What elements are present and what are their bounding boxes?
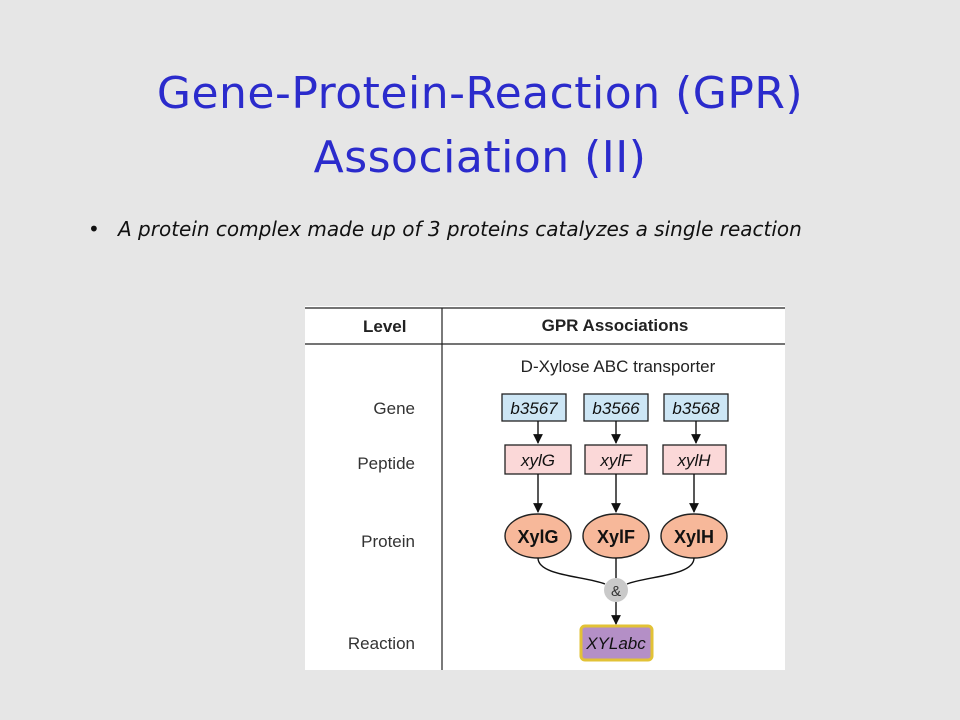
level-protein: Protein [361,532,415,551]
bullet-list: • A protein complex made up of 3 protein… [88,214,888,244]
gene-box-2 [583,393,649,422]
level-reaction: Reaction [348,634,415,653]
title-line-1: Gene-Protein-Reaction (GPR) [156,68,804,119]
protein-label-3: XylH [674,527,714,547]
gpr-diagram: Level GPR Associations D-Xylose ABC tran… [305,307,785,670]
peptide-label-2: xylF [599,451,633,470]
and-operator-node [604,578,628,602]
header-gpr-associations: GPR Associations [542,316,689,335]
peptide-label-1: xylG [520,451,555,470]
gene-box-1 [501,393,567,422]
peptide-box-3 [662,444,727,475]
gpr-figure: Level GPR Associations D-Xylose ABC tran… [305,306,785,670]
header-level: Level [363,317,406,336]
level-gene: Gene [373,399,415,418]
gene-label-2: b3566 [592,399,640,418]
protein-label-2: XylF [597,527,635,547]
bullet-marker: • [88,217,100,241]
slide-title: Gene-Protein-Reaction (GPR) Association … [0,62,960,190]
peptide-box-2 [584,444,648,475]
title-line-2: Association (II) [313,132,647,183]
and-operator-label: & [611,583,621,600]
gene-label-3: b3568 [672,399,720,418]
connector-protein-1 [537,557,606,585]
level-peptide: Peptide [357,454,415,473]
reaction-box [579,624,654,662]
gene-box-3 [663,393,729,422]
transporter-subtitle: D-Xylose ABC transporter [521,357,716,376]
peptide-label-3: xylH [676,451,711,470]
gene-label-1: b3567 [510,399,558,418]
connector-protein-3 [626,557,695,585]
reaction-label: XYLabc [585,634,646,653]
bullet-item: • A protein complex made up of 3 protein… [88,214,888,244]
protein-label-1: XylG [517,527,558,547]
bullet-text: A protein complex made up of 3 proteins … [118,217,802,241]
